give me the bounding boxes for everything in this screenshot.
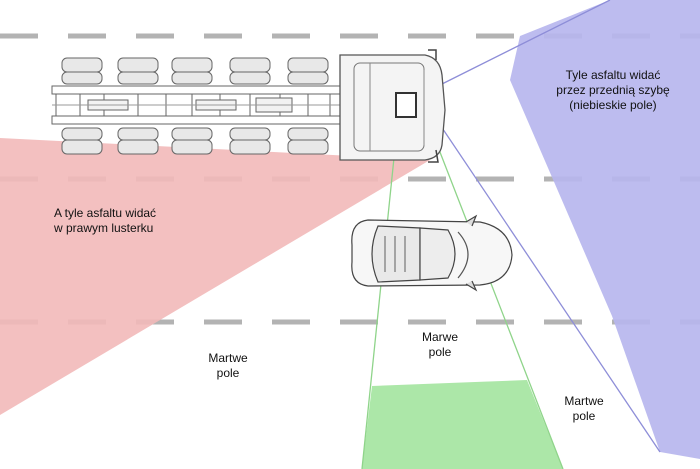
blind-spot-left-line2: pole	[216, 366, 240, 380]
front-window-label-line3: (niebieskie pole)	[569, 98, 657, 112]
right-mirror-label-line1: A tyle asfaltu widać	[54, 206, 157, 220]
blind-spot-center-label: Marwe pole	[408, 330, 472, 360]
blind-spot-left-label: Martwe pole	[196, 351, 260, 381]
blind-spot-right-line1: Martwe	[564, 394, 604, 408]
right-mirror-label-line2: w prawym lusterku	[54, 221, 154, 235]
car	[351, 214, 513, 292]
blind-spot-center-line2: pole	[428, 345, 452, 359]
truck	[51, 49, 446, 163]
front-window-zone-label: Tyle asfaltu widać przez przednią szybę …	[548, 68, 678, 113]
truck-cab	[339, 49, 446, 163]
blind-spot-right-line2: pole	[572, 409, 596, 423]
blind-spot-center-line1: Marwe	[421, 330, 458, 344]
truck-chassis	[51, 85, 353, 125]
right-mirror-zone-label: A tyle asfaltu widać w prawym lusterku	[54, 206, 224, 236]
ground-visible-zone	[362, 380, 563, 469]
front-window-label-line2: przez przednią szybę	[556, 83, 670, 97]
front-window-sight-lines	[419, 0, 661, 453]
right-mirror-zone	[0, 138, 430, 415]
blind-spot-left-line1: Martwe	[208, 351, 248, 365]
front-window-label-line1: Tyle asfaltu widać	[565, 68, 661, 82]
truck-wheels	[61, 57, 329, 155]
front-window-zone	[510, 0, 700, 459]
blind-spot-right-label: Martwe pole	[552, 394, 616, 424]
